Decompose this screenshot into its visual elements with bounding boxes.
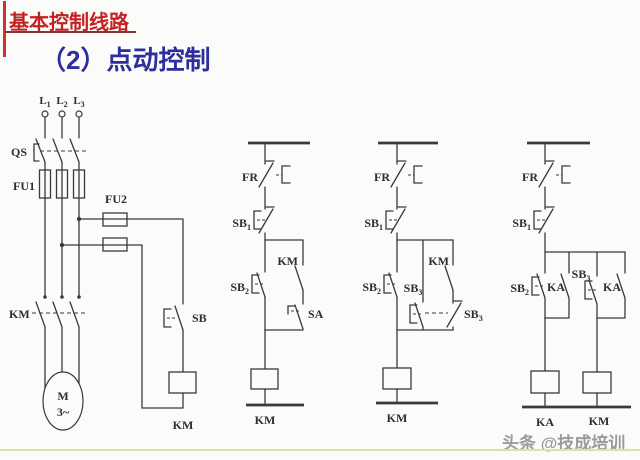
label-KM-aux: KM bbox=[277, 254, 298, 268]
control-circuit-b: FR SB1 SB2 SB3 KM bbox=[362, 141, 483, 425]
label-FU1: FU1 bbox=[13, 179, 35, 193]
fuse-FU1-1 bbox=[38, 169, 52, 199]
fr-element-icon bbox=[561, 165, 571, 184]
label-motor-3ph: 3~ bbox=[57, 405, 70, 419]
km-aux-contact bbox=[444, 265, 454, 291]
km-coil bbox=[582, 371, 612, 394]
fr-nc-contact bbox=[538, 160, 555, 188]
control-circuit-c: FR SB1 SB2 KA SB3 bbox=[510, 141, 631, 429]
terminal-L1 bbox=[41, 110, 49, 118]
label-KM-coil: KM bbox=[173, 418, 194, 432]
sb1-nc-contact bbox=[258, 206, 275, 234]
km-coil bbox=[168, 371, 197, 394]
fuse-FU2-2 bbox=[102, 237, 128, 252]
ka-contact-2 bbox=[616, 273, 626, 299]
label-FR: FR bbox=[374, 170, 390, 184]
label-FR: FR bbox=[242, 170, 258, 184]
km-coil bbox=[382, 367, 412, 390]
label-L3: L3 bbox=[73, 95, 84, 109]
label-SB3-no: SB3 bbox=[404, 281, 423, 297]
ka-contact-1 bbox=[560, 273, 570, 299]
label-FR: FR bbox=[522, 170, 538, 184]
label-KA-coil: KA bbox=[536, 415, 554, 429]
sb3-actuator-icon bbox=[409, 304, 418, 324]
fr-nc-contact bbox=[390, 160, 407, 188]
label-SB2: SB2 bbox=[230, 280, 249, 296]
fr-element-icon bbox=[281, 165, 291, 184]
label-L1: L1 bbox=[39, 95, 50, 109]
label-SB3: SB3 bbox=[572, 267, 591, 283]
label-KA-2: KA bbox=[603, 280, 621, 294]
accent-bar bbox=[3, 1, 6, 57]
sa-contact bbox=[294, 304, 304, 330]
terminal-L3 bbox=[75, 110, 83, 118]
km-main-contacts bbox=[35, 301, 80, 328]
label-L2: L2 bbox=[56, 95, 67, 109]
page-title: 基本控制线路 bbox=[9, 12, 129, 34]
fuse-FU1-2 bbox=[55, 169, 69, 199]
fr-element-icon bbox=[413, 165, 423, 184]
label-KM-coil: KM bbox=[387, 411, 408, 425]
label-motor-M: M bbox=[57, 389, 68, 403]
footer-line bbox=[0, 449, 640, 451]
label-FU2: FU2 bbox=[105, 192, 127, 206]
sa-actuator-icon bbox=[287, 305, 296, 315]
label-KM-coil: KM bbox=[589, 414, 610, 428]
page-subtitle: （2）点动控制 bbox=[40, 45, 211, 75]
sb1-actuator-icon bbox=[385, 210, 394, 230]
sb2-no-contact bbox=[388, 272, 398, 298]
control-circuit-a: FR SB1 SB2 KM SA bbox=[230, 141, 324, 427]
label-SB3-nc: SB3 bbox=[464, 307, 483, 323]
motor-symbol bbox=[42, 371, 84, 431]
sb3-no-contact bbox=[414, 302, 424, 328]
label-SB1: SB1 bbox=[364, 216, 383, 232]
label-KM-main: KM bbox=[9, 307, 30, 321]
label-SB2: SB2 bbox=[510, 281, 529, 297]
sb2-actuator-icon bbox=[251, 274, 260, 294]
sb1-nc-contact bbox=[390, 206, 407, 234]
label-SA: SA bbox=[308, 307, 324, 321]
km-coil bbox=[250, 368, 279, 390]
label-SB1: SB1 bbox=[512, 216, 531, 232]
label-SB2: SB2 bbox=[362, 280, 381, 296]
label-SB1: SB1 bbox=[232, 216, 251, 232]
sb2-actuator-icon bbox=[531, 276, 540, 296]
label-SB: SB bbox=[192, 311, 207, 325]
sb1-actuator-icon bbox=[253, 210, 262, 230]
sb-actuator-icon bbox=[163, 308, 172, 328]
sb2-no-contact bbox=[536, 273, 546, 299]
watermark: 头条 @技成培训 bbox=[502, 434, 626, 453]
sb3-actuator-icon bbox=[584, 280, 593, 300]
label-QS: QS bbox=[11, 145, 27, 159]
fr-nc-contact bbox=[258, 160, 275, 188]
sb2-no-contact bbox=[256, 272, 266, 298]
fuse-FU2-1 bbox=[102, 212, 128, 227]
sb-button-contact bbox=[174, 305, 184, 331]
terminal-L2 bbox=[58, 110, 66, 118]
sb1-nc-contact bbox=[538, 206, 555, 234]
fuse-FU1-3 bbox=[72, 169, 86, 199]
sb1-actuator-icon bbox=[533, 210, 542, 230]
label-KA-1: KA bbox=[547, 280, 565, 294]
ka-coil bbox=[530, 370, 560, 394]
label-KM-aux: KM bbox=[428, 254, 449, 268]
title-underline bbox=[5, 31, 136, 33]
qs-handle-icon bbox=[33, 143, 40, 162]
sb3-nc-contact bbox=[446, 300, 463, 328]
sb3-no-contact bbox=[588, 279, 598, 305]
km-aux-contact bbox=[294, 265, 304, 291]
label-KM-coil: KM bbox=[255, 413, 276, 427]
main-power-circuit: L1 L2 L3 QS FU1 FU2 bbox=[9, 95, 207, 432]
sb2-actuator-icon bbox=[383, 274, 392, 294]
